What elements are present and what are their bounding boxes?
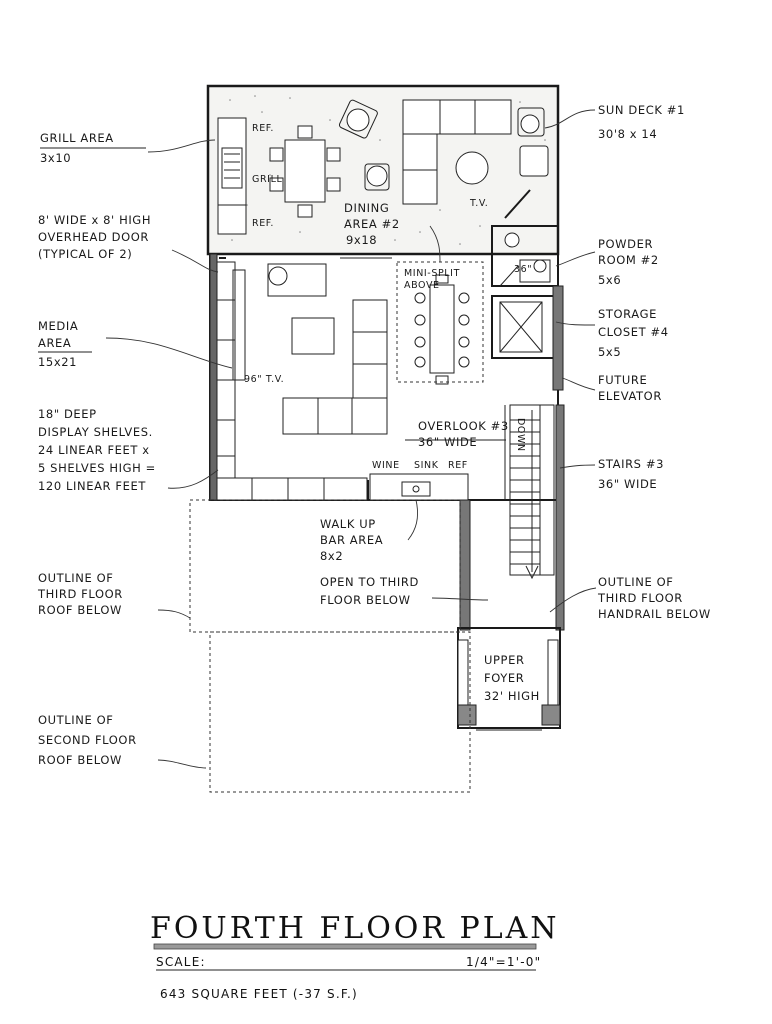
label-stairs: STAIRS #3 36" WIDE <box>598 457 664 491</box>
grill-label: GRILL <box>252 174 282 185</box>
display-shelves-line5: 120 LINEAR FEET <box>38 479 146 493</box>
second-roof-line3: ROOF BELOW <box>38 753 122 767</box>
powder-room-size: 5x6 <box>598 273 621 287</box>
bar-wine: WINE <box>372 460 400 471</box>
label-future-elevator: FUTURE ELEVATOR <box>598 373 662 403</box>
walk-up-bar-line2: BAR AREA <box>320 533 383 547</box>
deck-tv-label: T.V. <box>469 198 488 209</box>
stairs-title: STAIRS #3 <box>598 457 664 471</box>
label-display-shelves: 18" DEEP DISPLAY SHELVES. 24 LINEAR FEET… <box>38 407 156 493</box>
mini-split-line2: ABOVE <box>404 280 440 291</box>
media-area-size: 15x21 <box>38 355 77 369</box>
stairs-width: 36" WIDE <box>598 477 657 491</box>
overlook-title: OVERLOOK #3 <box>418 419 509 433</box>
overhead-door-line3: (TYPICAL OF 2) <box>38 247 132 261</box>
media-area-line2: AREA <box>38 336 71 350</box>
interior-walls <box>209 225 564 501</box>
grill-area-title: GRILL AREA <box>40 131 114 145</box>
label-third-floor-handrail: OUTLINE OF THIRD FLOOR HANDRAIL BELOW <box>597 575 711 621</box>
label-overlook: OVERLOOK #3 36" WIDE <box>418 419 509 449</box>
mini-split-line1: MINI-SPLIT <box>404 268 460 279</box>
grill-area-size: 3x10 <box>40 151 71 165</box>
third-roof-line1: OUTLINE OF <box>38 571 113 585</box>
label-upper-foyer: UPPER FOYER 32' HIGH <box>484 653 540 703</box>
label-walk-up-bar: WALK UP BAR AREA 8x2 <box>320 517 383 563</box>
bar-ref: REF <box>448 460 468 471</box>
title-block: FOURTH FLOOR PLAN SCALE: 1/4"=1'-0" 643 … <box>150 911 560 1001</box>
sun-deck-title: SUN DECK #1 <box>598 103 685 117</box>
label-powder-room: POWDER ROOM #2 5x6 <box>598 237 659 287</box>
upper-foyer-height: 32' HIGH <box>484 689 540 703</box>
dining-area-size: 9x18 <box>346 233 377 247</box>
future-elevator-line2: ELEVATOR <box>598 389 662 403</box>
label-media-area: MEDIA AREA 15x21 <box>38 319 92 369</box>
walk-up-bar-size: 8x2 <box>320 549 343 563</box>
handrail-line3: HANDRAIL BELOW <box>598 607 711 621</box>
stairs-down-label: DOWN <box>515 418 526 452</box>
storage-closet-size: 5x5 <box>598 345 621 359</box>
label-grill-area: GRILL AREA 3x10 <box>40 131 146 165</box>
label-third-floor-roof: OUTLINE OF THIRD FLOOR ROOF BELOW <box>37 571 123 617</box>
media-area-line1: MEDIA <box>38 319 78 333</box>
label-overhead-door: 8' WIDE x 8' HIGH OVERHEAD DOOR (TYPICAL… <box>38 213 151 261</box>
media-tv-label: 96" T.V. <box>244 374 284 385</box>
area-note: 643 SQUARE FEET (-37 S.F.) <box>160 987 358 1001</box>
open-to-third-line2: FLOOR BELOW <box>320 593 411 607</box>
label-storage-closet: STORAGE CLOSET #4 5x5 <box>598 307 669 359</box>
label-open-to-third: OPEN TO THIRD FLOOR BELOW <box>320 575 419 607</box>
handrail-line1: OUTLINE OF <box>598 575 673 589</box>
future-elevator-line1: FUTURE <box>598 373 647 387</box>
sun-deck-area <box>206 84 560 256</box>
label-bar-row: WINE SINK REF <box>372 460 468 471</box>
label-second-floor-roof: OUTLINE OF SECOND FLOOR ROOF BELOW <box>38 713 137 767</box>
door-swing-label: 36" <box>514 264 532 275</box>
powder-room-line1: POWDER <box>598 237 653 251</box>
sun-deck-size: 30'8 x 14 <box>598 127 657 141</box>
display-shelves-line3: 24 LINEAR FEET x <box>38 443 150 457</box>
label-sun-deck: SUN DECK #1 30'8 x 14 <box>598 103 685 141</box>
handrail-line2: THIRD FLOOR <box>597 591 683 605</box>
stairs <box>509 404 565 631</box>
display-shelves-line1: 18" DEEP <box>38 407 97 421</box>
second-roof-line2: SECOND FLOOR <box>38 733 137 747</box>
dining-area-line1: DINING <box>344 201 389 215</box>
overhead-door-line2: OVERHEAD DOOR <box>38 230 149 244</box>
leader-lines <box>105 109 597 769</box>
label-dining-area: DINING AREA #2 9x18 <box>344 201 400 247</box>
display-shelves-line4: 5 SHELVES HIGH = <box>38 461 156 475</box>
scale-label: SCALE: <box>156 955 206 969</box>
bar-sink: SINK <box>414 460 439 471</box>
ref-top-label: REF. <box>252 123 274 134</box>
upper-foyer-line1: UPPER <box>484 653 525 667</box>
third-roof-line3: ROOF BELOW <box>38 603 122 617</box>
powder-room-line2: ROOM #2 <box>598 253 659 267</box>
dining-area-line2: AREA #2 <box>344 217 400 231</box>
roof-outlines <box>189 499 471 793</box>
storage-closet-line1: STORAGE <box>598 307 657 321</box>
page-title: FOURTH FLOOR PLAN <box>150 911 560 946</box>
scale-value: 1/4"=1'-0" <box>466 955 541 969</box>
open-to-third-line1: OPEN TO THIRD <box>320 575 419 589</box>
lower-foyer <box>457 499 561 731</box>
second-roof-line1: OUTLINE OF <box>38 713 113 727</box>
ref-bottom-label: REF. <box>252 218 274 229</box>
walk-up-bar-line1: WALK UP <box>320 517 376 531</box>
third-roof-line2: THIRD FLOOR <box>37 587 123 601</box>
label-mini-split: MINI-SPLIT ABOVE <box>404 268 460 291</box>
overlook-width: 36" WIDE <box>418 435 477 449</box>
overhead-door-line1: 8' WIDE x 8' HIGH <box>38 213 151 227</box>
upper-foyer-line2: FOYER <box>484 671 524 685</box>
storage-closet-line2: CLOSET #4 <box>598 325 669 339</box>
display-shelves-line2: DISPLAY SHELVES. <box>38 425 153 439</box>
